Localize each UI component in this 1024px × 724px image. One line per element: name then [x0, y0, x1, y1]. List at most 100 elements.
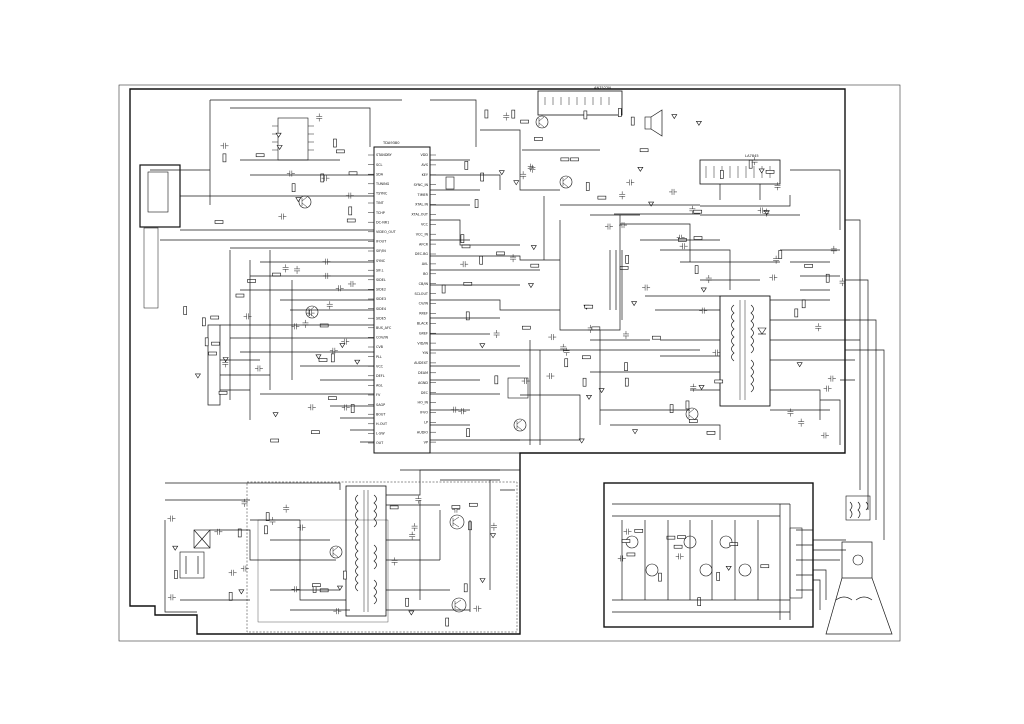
deflection-yoke-icon: [845, 495, 871, 521]
crt-board-frame: [603, 482, 814, 628]
capacitor-symbol: [335, 285, 344, 292]
ic-pin-label: SAGP: [376, 403, 385, 407]
capacitor-symbol: [798, 418, 805, 427]
resistor-symbol: [336, 149, 345, 154]
resistor-symbol: [319, 323, 329, 328]
power-dashed-box: [246, 481, 518, 633]
diode-symbol: [648, 201, 655, 207]
transistor-symbols: [298, 115, 752, 613]
capacitor-symbol: [619, 222, 628, 229]
ic-pin-label: AVL: [422, 262, 428, 266]
resistor-symbol: [343, 570, 347, 580]
ic-pin-label: DEC.BG: [415, 252, 428, 256]
diode-symbol: [238, 589, 245, 595]
capacitor-symbol: [306, 310, 315, 317]
resistor-symbol: [625, 255, 629, 264]
resistor-symbol: [778, 250, 783, 259]
diode-symbol: [498, 170, 505, 176]
ic-pin-label: AUDEXT: [414, 361, 429, 365]
resistor-symbol: [666, 535, 676, 540]
ic-pin-label: SIDEL: [376, 278, 386, 282]
resistor-symbol: [479, 255, 483, 265]
capacitor-symbol: [563, 347, 570, 356]
resistor-symbol: [451, 505, 461, 509]
resistor-symbol: [591, 326, 601, 331]
resistor-symbol: [484, 109, 489, 119]
ic-pin-label: AVS: [421, 163, 428, 167]
capacitor-symbol: [560, 343, 567, 352]
capacitor-symbol: [815, 323, 822, 332]
diode-symbol: [758, 168, 765, 174]
ic-pin-label: TCHP: [375, 211, 385, 215]
resistor-symbol: [669, 404, 674, 413]
resistor-symbol: [445, 617, 449, 627]
resistor-symbol: [270, 438, 279, 443]
resistor-symbol: [480, 172, 484, 182]
diode-symbol: [276, 145, 283, 150]
ic-pin-label: BOUT: [376, 412, 386, 416]
ic-pin-label: CB/IN: [419, 282, 429, 286]
resistor-symbol: [265, 512, 270, 521]
capacitor-symbol: [626, 179, 635, 186]
capacitor-symbol: [460, 261, 469, 268]
diode-symbol: [763, 210, 770, 216]
resistor-symbol: [228, 592, 233, 601]
capacitor-symbol: [333, 608, 342, 615]
capacitor-symbol: [617, 555, 626, 562]
resistor-symbol: [582, 377, 587, 387]
capacitor-symbol: [619, 191, 626, 200]
ic-pin-label: SYNC: [376, 259, 386, 263]
eeprom-ic: [277, 117, 309, 161]
capacitor-symbol: [623, 528, 632, 535]
ic-pin-label: SYNC_IN: [414, 183, 429, 187]
resistor-symbol: [630, 116, 635, 126]
resistor-symbol: [729, 542, 739, 546]
capacitor-symbol: [520, 171, 527, 180]
resistor-symbol: [318, 358, 328, 362]
capacitor-symbol: [503, 112, 510, 121]
capacitor-symbol: [493, 330, 500, 338]
capacitor-symbol: [820, 432, 829, 439]
ic-pin-label: DEAM: [418, 371, 428, 375]
ic-pin-label: SIDE3: [376, 297, 386, 301]
resistor-symbol: [210, 315, 220, 320]
diode-symbol: [513, 180, 520, 186]
capacitor-symbol: [451, 506, 460, 513]
capacitor-symbol: [341, 338, 350, 345]
resistor-symbol: [441, 284, 446, 294]
capacitor-symbol: [228, 569, 237, 576]
resistor-symbol: [389, 505, 399, 510]
diode-symbol: [698, 385, 705, 390]
capacitor-symbol: [529, 164, 536, 173]
ic-pin-label: BUS_AFC: [376, 326, 392, 330]
resistor-symbol: [765, 170, 775, 174]
ic-pin-label: HO_IN: [418, 401, 429, 405]
capacitor-symbol: [769, 274, 778, 281]
ic-pin-label: H-OUT: [376, 422, 388, 426]
capacitor-symbol: [254, 365, 263, 372]
mains-filter-coil: [179, 551, 205, 579]
diode-symbol: [275, 132, 282, 138]
diode-symbol: [490, 533, 497, 539]
ic-pin-label: IFOUT: [376, 240, 387, 244]
capacitor-symbol: [546, 373, 555, 380]
resistor-symbol: [624, 377, 629, 387]
resistor-symbol: [333, 138, 337, 148]
capacitor-symbol: [326, 301, 333, 310]
resistor-symbol: [530, 263, 540, 268]
ic-pin-label: FV: [376, 393, 381, 397]
ic-pin-label: SIDE2: [376, 288, 386, 292]
ic-pin-label: DEFL: [376, 374, 385, 378]
ic-pins-right: VDDAVSKEYSYNC_INTIMERXTAL.INXTAL.OUTVCCV…: [411, 153, 436, 444]
resistor-symbol: [652, 335, 661, 340]
ic-pin-label: OUT: [376, 441, 384, 445]
ic-pin-label: TINT: [375, 201, 385, 205]
capacitor-symbol: [705, 275, 712, 284]
capacitor-symbol: [839, 278, 846, 287]
resistor-symbol: [204, 337, 209, 347]
diode-symbol: [637, 166, 644, 172]
ic-pin-label: DC-NR1: [376, 220, 389, 224]
capacitor-symbol: [167, 594, 176, 601]
resistor-symbol: [474, 199, 479, 208]
ic-pin-label: TUNING: [375, 182, 390, 186]
